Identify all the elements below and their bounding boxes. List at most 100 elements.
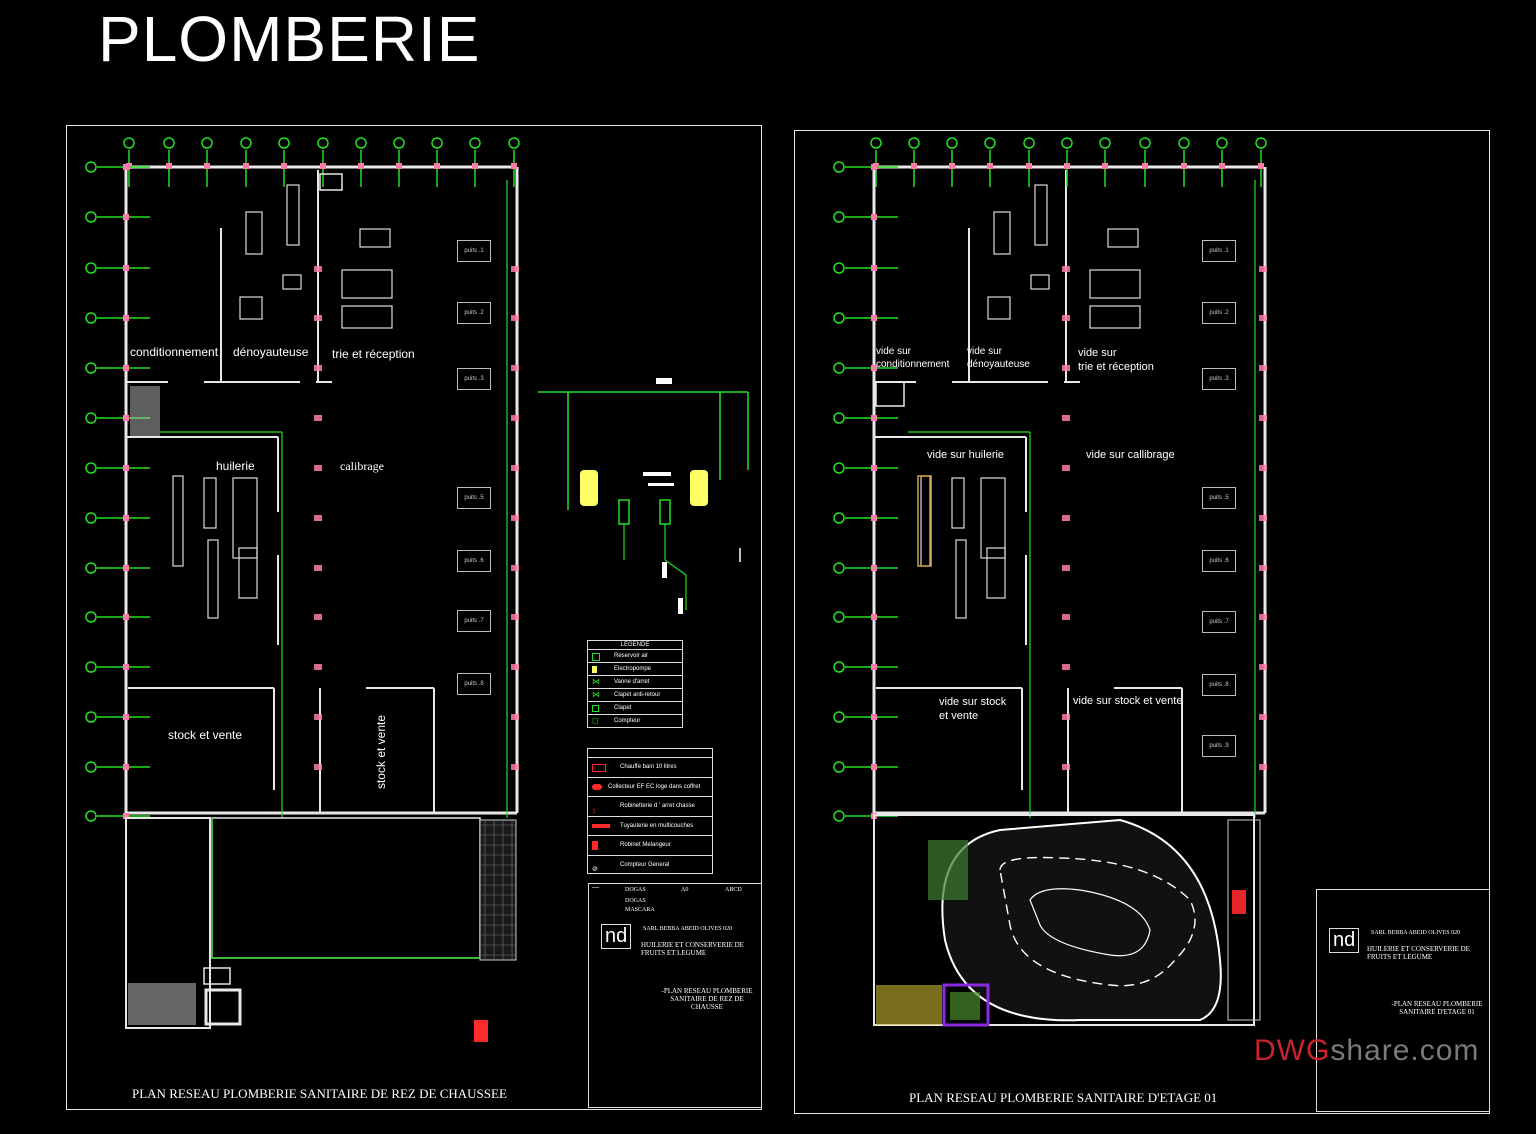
- axis-marker-left: [833, 312, 845, 324]
- axis-marker-left: [85, 661, 97, 673]
- equipment: [359, 228, 391, 248]
- reservoir-tank: [690, 470, 708, 506]
- column-node: [871, 714, 877, 720]
- puits-box: puits .1: [1202, 240, 1236, 262]
- puits-box: puits .5: [457, 487, 491, 509]
- column-node: [123, 315, 129, 321]
- axis-marker-left: [85, 711, 97, 723]
- title-block-first: nd SARL BEBBA ABEID OLIVES 020 HUILERIE …: [1316, 889, 1490, 1112]
- equipment: [980, 477, 1006, 559]
- column-node: [314, 764, 322, 770]
- axis-marker-left: [833, 711, 845, 723]
- title-block-designation: -PLAN RESEAU PLOMBERIE SANITAIRE DE REZ …: [661, 987, 753, 1011]
- column-node: [511, 415, 519, 421]
- equipment: [245, 211, 263, 255]
- title-block-ground: DOGAS A0 ABCD DOGAS MASCARA nd SARL BEBB…: [588, 883, 762, 1108]
- axis-marker-top: [240, 137, 252, 149]
- pump-pipe: [664, 559, 687, 576]
- planting: [950, 992, 980, 1020]
- column-node: [871, 214, 877, 220]
- column-node: [1062, 614, 1070, 620]
- column-node: [472, 163, 478, 169]
- column-node: [1259, 764, 1267, 770]
- column-node: [1259, 714, 1267, 720]
- grid-area: [479, 819, 517, 961]
- title-block-r2b: MASCARA: [625, 907, 655, 913]
- column-node: [1259, 565, 1267, 571]
- reservoir-tank: [580, 470, 598, 506]
- axis-marker-top: [431, 137, 443, 149]
- room-label-vide-stock-1: vide sur stock et vente: [939, 696, 1007, 722]
- column-node: [123, 614, 129, 620]
- column-node: [987, 163, 993, 169]
- column-node: [1062, 365, 1070, 371]
- puits-box: puits .7: [1202, 611, 1236, 633]
- axis-marker-top: [946, 137, 958, 149]
- column-node: [871, 614, 877, 620]
- column-node: [123, 714, 129, 720]
- room-label-vide-stock-2: vide sur stock et vente: [1073, 695, 1183, 707]
- column-node: [123, 465, 129, 471]
- stair-block: [130, 386, 160, 436]
- column-node: [511, 614, 519, 620]
- equipment: [238, 547, 258, 599]
- axis-marker-top: [984, 137, 996, 149]
- puits-box: puits .7: [457, 610, 491, 632]
- equipment: [1034, 184, 1048, 246]
- column-node: [1102, 163, 1108, 169]
- legend-row: ↕Robinetterie d ' arret chasse: [588, 797, 712, 817]
- column-node: [1259, 664, 1267, 670]
- caption-first-floor: PLAN RESEAU PLOMBERIE SANITAIRE D'ETAGE …: [909, 1090, 1218, 1105]
- equipment: [987, 296, 1011, 320]
- puits-box: puits .8: [457, 673, 491, 695]
- column-node: [123, 813, 129, 819]
- planting: [928, 840, 968, 900]
- title-block-project: SARL BEBBA ABEID OLIVES 020: [1371, 930, 1461, 936]
- puits-box: puits .3: [457, 368, 491, 390]
- courtyard: [211, 817, 481, 959]
- column-node: [1219, 163, 1225, 169]
- room-label-calibrage: calibrage: [340, 459, 384, 473]
- title-block-project: SARL BEBBA ABEID OLIVES 020: [643, 926, 733, 932]
- room-label-huilerie: huilerie: [216, 459, 255, 473]
- axis-marker-left: [833, 661, 845, 673]
- equipment: [286, 184, 300, 246]
- column-node: [871, 565, 877, 571]
- title-block-r1c: ABCD: [725, 887, 742, 893]
- column-node: [123, 664, 129, 670]
- legend-row: Robinet Melangeur: [588, 836, 712, 856]
- column-node: [314, 664, 322, 670]
- column-node: [123, 265, 129, 271]
- puits-box: puits .2: [1202, 302, 1236, 324]
- axis-marker-top: [278, 137, 290, 149]
- title-block-logo: nd: [1329, 928, 1360, 953]
- axis-marker-left: [85, 362, 97, 374]
- planting: [876, 985, 942, 1025]
- axis-marker-left: [85, 562, 97, 574]
- caption-ground-floor: PLAN RESEAU PLOMBERIE SANITAIRE DE REZ D…: [132, 1086, 507, 1101]
- column-node: [1181, 163, 1187, 169]
- title-block-logo: nd: [601, 924, 632, 949]
- sheet-ground-floor: [66, 125, 762, 1110]
- column-node: [166, 163, 172, 169]
- column-node: [314, 365, 322, 371]
- axis-marker-left: [85, 412, 97, 424]
- column-node: [871, 664, 877, 670]
- column-node: [358, 163, 364, 169]
- room-label-denoyauteuse: dénoyauteuse: [233, 345, 309, 359]
- room-label-vide-huilerie: vide sur huilerie: [927, 449, 1005, 461]
- axis-marker-left: [85, 512, 97, 524]
- column-node: [511, 465, 519, 471]
- column-node: [314, 465, 322, 471]
- lower-wing: [873, 814, 1255, 1026]
- axis-marker-top: [870, 137, 882, 149]
- column-node: [204, 163, 210, 169]
- room-label-conditionnement: conditionnement: [130, 345, 219, 359]
- equipment: [203, 477, 217, 529]
- column-node: [1259, 266, 1267, 272]
- room-label-stock-vente-2: stock et vente: [374, 714, 389, 790]
- axis-marker-left: [833, 761, 845, 773]
- legend-row: Chauffe bain 10 litres: [588, 758, 712, 778]
- equipment: [1089, 305, 1141, 329]
- legend-row: ⋈Vanne d'arret: [588, 676, 682, 689]
